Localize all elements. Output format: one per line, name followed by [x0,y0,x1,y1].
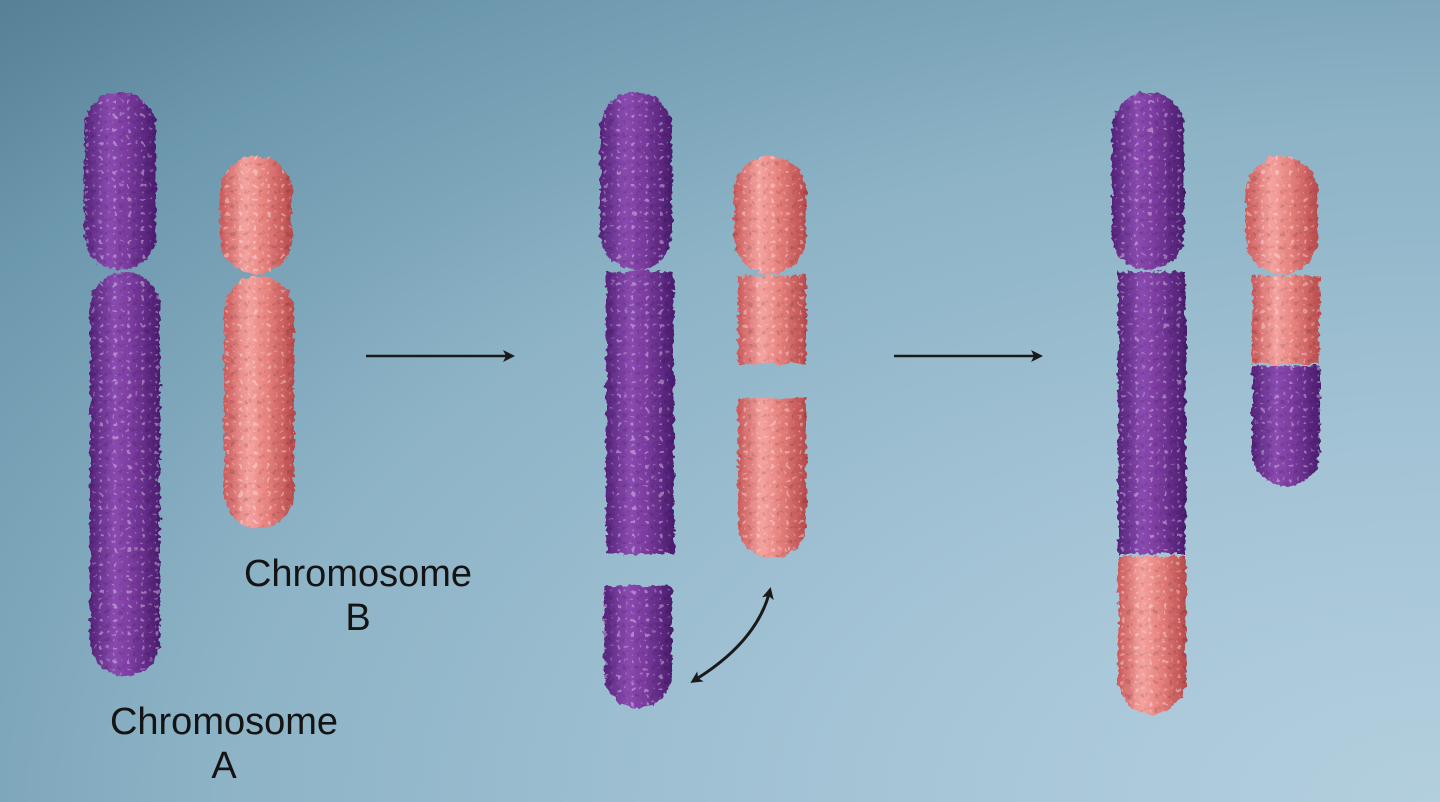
chromosome-a-original [84,92,160,676]
chromosome-a-translocated [1112,92,1186,714]
chromosome-b-original [220,156,294,528]
chromosome-a-label-line2: A [211,745,237,787]
chromosome-a-label-line1: Chromosome [109,701,339,743]
chromosome-a-broken [600,92,674,708]
chromosome-b-label: Chromosome B [218,552,498,640]
exchange-arrow-icon [690,587,774,683]
chromosome-b-broken [734,156,806,558]
chromosome-b-label-line1: Chromosome [243,553,473,595]
chromosome-b-translocated [1246,156,1320,486]
chromosome-b-label-line2: B [345,597,371,639]
chromosome-a-label: Chromosome A [84,700,364,788]
